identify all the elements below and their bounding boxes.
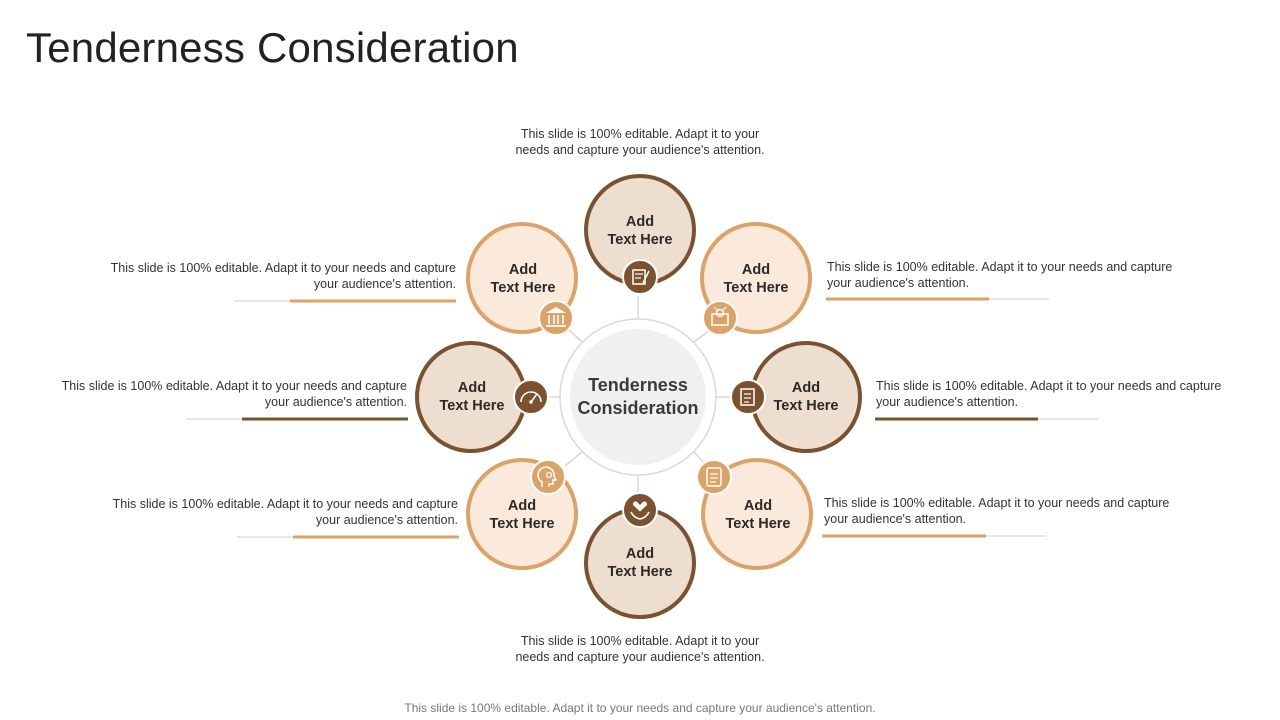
description-bottom-left: This slide is 100% editable. Adapt it to… — [112, 497, 458, 527]
center-label: Tenderness Consideration — [568, 374, 708, 420]
bank-icon — [538, 300, 574, 336]
center-label-line2: Consideration — [577, 398, 699, 418]
machine-icon — [702, 300, 738, 336]
description-left: This slide is 100% editable. Adapt it to… — [61, 379, 407, 409]
description-bottom-right: This slide is 100% editable. Adapt it to… — [824, 496, 1170, 526]
notepad-icon — [622, 259, 658, 295]
description-top: This slide is 100% editable. Adapt it to… — [515, 127, 765, 157]
center-label-line1: Tenderness — [588, 375, 688, 395]
description-right: This slide is 100% editable. Adapt it to… — [876, 379, 1222, 409]
center-circle — [570, 329, 706, 465]
document-icon — [730, 379, 766, 415]
page-title: Tenderness Consideration — [26, 24, 519, 71]
hands-heart-icon — [622, 492, 658, 528]
head-gear-icon — [530, 459, 566, 495]
description-bottom: This slide is 100% editable. Adapt it to… — [515, 634, 765, 664]
checklist-icon — [696, 459, 732, 495]
footer-note: This slide is 100% editable. Adapt it to… — [404, 701, 876, 715]
description-top-right: This slide is 100% editable. Adapt it to… — [827, 260, 1173, 290]
speedometer-icon — [513, 379, 549, 415]
description-top-left: This slide is 100% editable. Adapt it to… — [110, 261, 456, 291]
node-circle-bottom-right — [701, 458, 813, 570]
